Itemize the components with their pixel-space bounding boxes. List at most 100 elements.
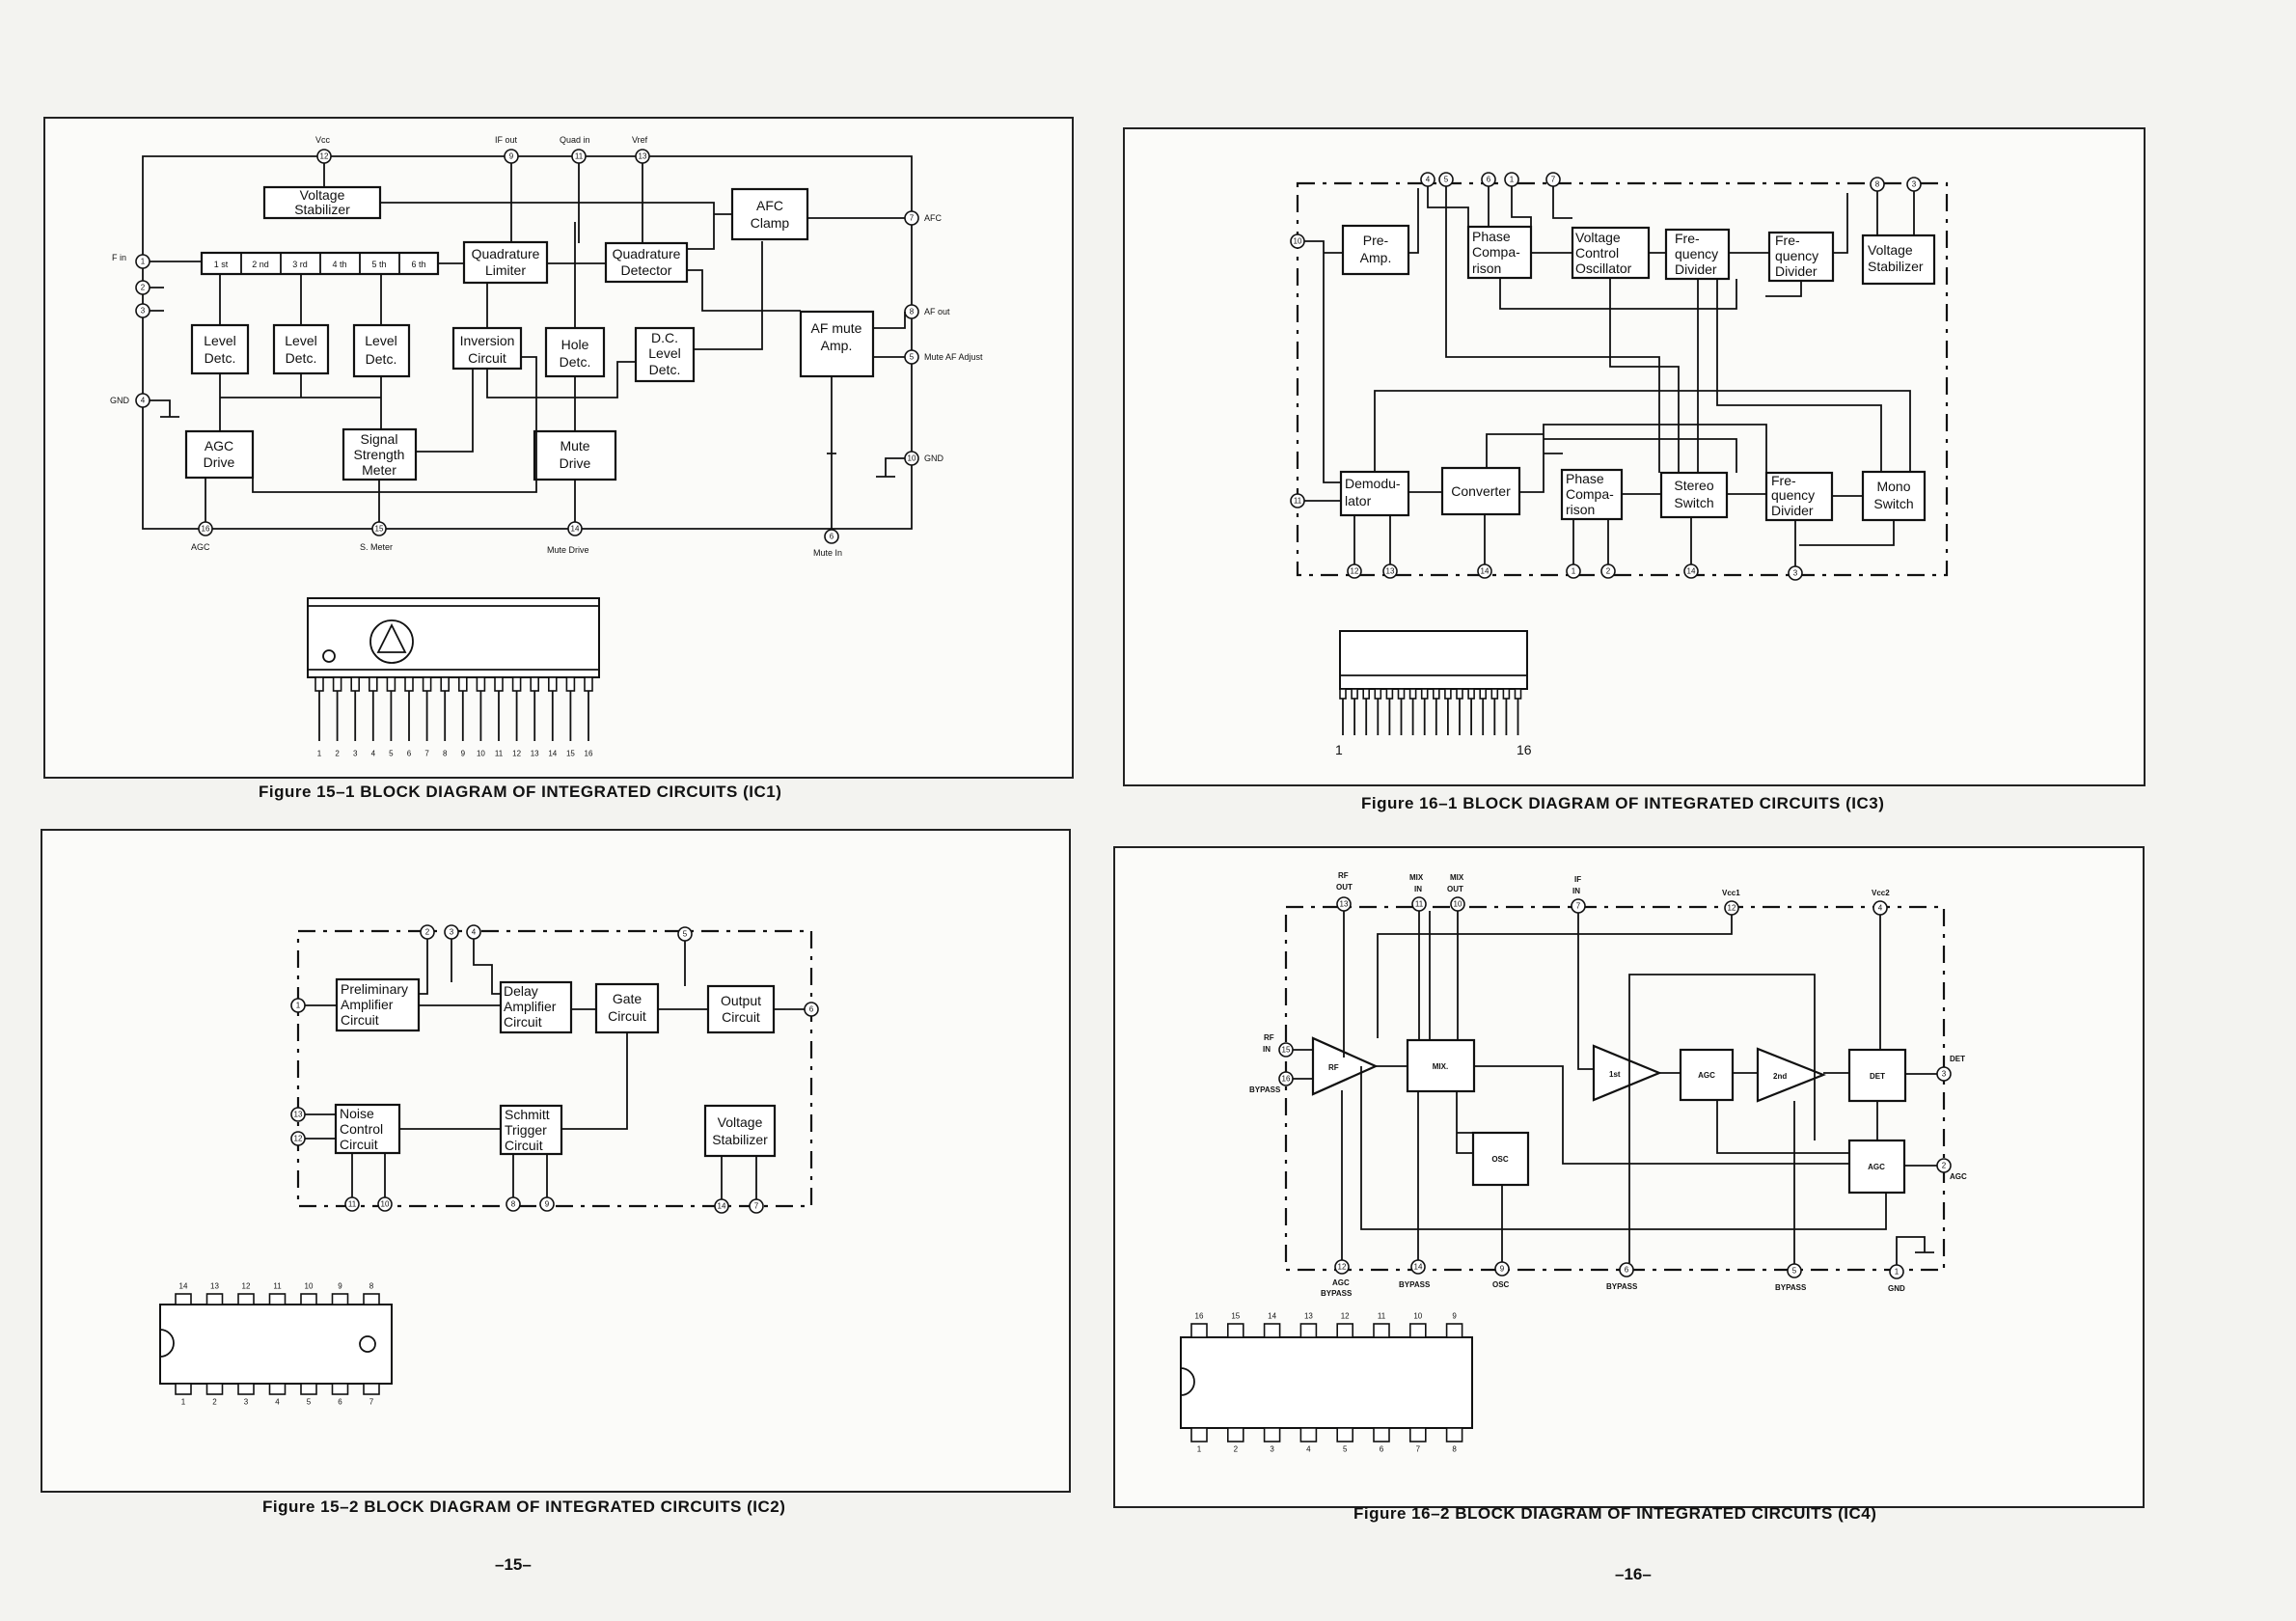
ic4-pin-number: 15: [1282, 1046, 1291, 1055]
ic4-block-label: DET: [1870, 1072, 1885, 1081]
ic1-package-lead: [457, 676, 468, 692]
ic3-pin-number: 13: [1386, 567, 1395, 576]
ic4-package-lead-top: [1263, 1323, 1281, 1338]
ic2-block-label: Circuit: [722, 1009, 760, 1025]
ic3-freq-divider-1-block: [1664, 228, 1731, 281]
ic1-block-label: Detc.: [560, 354, 591, 370]
ic1-package-lead: [476, 676, 486, 692]
ic4-package-body: [1180, 1336, 1473, 1429]
ic1-block-label: Inversion: [460, 333, 515, 348]
figure-15-1-caption: Figure 15–1 BLOCK DIAGRAM OF INTEGRATED …: [259, 783, 781, 801]
ic3-freq-divider-3-block: [1764, 471, 1834, 522]
ic1-stage-label: 4 th: [332, 260, 346, 269]
ic4-block-label: AGC: [1698, 1071, 1715, 1080]
ic1-package-pin-number: 5: [389, 750, 394, 758]
ic4-package-lead-top: [1227, 1323, 1244, 1338]
ic3-pin-number: 3: [1793, 569, 1798, 578]
ic3-pin-number: 10: [1294, 237, 1302, 246]
ic3-block-label: Amp.: [1360, 250, 1392, 265]
ic1-dc-level-detc-block: [634, 326, 696, 383]
ic2-block-label: Amplifier: [504, 999, 557, 1014]
ic1-level-detc-2-block: [272, 323, 330, 375]
ic1-pin-number: 1: [141, 258, 146, 266]
ic3-pin-number: 6: [1487, 176, 1491, 184]
ic1-package-pin-number: 9: [461, 750, 466, 758]
ic4-if-2nd-amplifier: [1756, 1047, 1826, 1103]
ic1-package-pin-number: 6: [407, 750, 412, 758]
ic2-package-pin-number: 1: [181, 1398, 186, 1407]
ic4-package-lead-bottom: [1190, 1427, 1208, 1442]
ic3-package-lead: [1514, 688, 1522, 700]
ic1-package-pin-number: 12: [512, 750, 521, 758]
ic1-bottom-pins: 16 AGC 15 S. Meter 14 Mute Drive 6 Mute …: [191, 521, 842, 558]
ic1-package-lead: [350, 676, 361, 692]
ic3-package-pin-first: 1: [1335, 742, 1343, 757]
ic3-wiring: [1304, 186, 1915, 566]
ic3-block-label: Compa-: [1566, 486, 1614, 502]
ic4-block-label: OSC: [1491, 1155, 1509, 1164]
ic3-voltage-stabilizer-block: [1861, 234, 1936, 286]
figure-16-2-caption: Figure 16–2 BLOCK DIAGRAM OF INTEGRATED …: [1353, 1504, 1876, 1523]
ic1-package-lead: [511, 676, 522, 692]
ic1-block-label: Limiter: [485, 262, 526, 278]
ic1-stage-label: 2 nd: [252, 260, 269, 269]
ic4-boundary: [1284, 905, 1946, 1272]
ic4-package-lead-top: [1445, 1323, 1463, 1338]
ic4-label: MIX: [1450, 873, 1464, 882]
ic2-bottom-pins: 11 10 8 9 14 7: [344, 1196, 764, 1214]
ic1-label-gnd-right: GND: [924, 453, 944, 463]
ic3-package-lead: [1351, 688, 1358, 700]
ic3-package: 1 16: [1335, 630, 1532, 757]
ic2-package-lead-bottom: [268, 1383, 287, 1395]
figure-15-2-frame: [41, 829, 1071, 1493]
ic2-pin-number: 1: [296, 1002, 301, 1010]
ic1-block-label: AFC: [756, 198, 783, 213]
ic2-block-label: Circuit: [340, 1137, 378, 1152]
ic4-package-pin-number: 3: [1270, 1445, 1274, 1454]
ic1-block-label: Level: [204, 333, 235, 348]
ic1-package-lead: [314, 676, 324, 692]
ic1-package-pin-number: 10: [477, 750, 485, 758]
ic2-package-lead-top: [268, 1293, 287, 1305]
ic3-stereo-switch-block: [1659, 471, 1729, 519]
ic1-top-pins: Vcc 12 IF out 9 Quad in 11 Vref 13: [315, 135, 650, 164]
ic3-pin-number: 3: [1912, 180, 1917, 189]
ic4-pin-number: 1: [1895, 1268, 1900, 1277]
ic1-pin-number: 4: [141, 397, 146, 405]
ic3-block-label: Demodu-: [1345, 476, 1401, 491]
ic3-block-label: Divider: [1675, 261, 1717, 277]
ic4-label: OUT: [1447, 885, 1463, 893]
ic1-block-label: D.C.: [651, 330, 678, 345]
ic4-top-labels: RF OUT MIX IN MIX OUT IF IN Vcc1 Vcc2: [1336, 871, 1890, 897]
ic1-pin-number: 2: [141, 284, 146, 292]
ic3-block-label: Compa-: [1472, 244, 1520, 260]
ic2-package-pin-number: 3: [244, 1398, 249, 1407]
ic1-label-agc: AGC: [191, 542, 210, 552]
ic1-label-vcc: Vcc: [315, 135, 331, 145]
ic1-package-pin-number: 3: [353, 750, 358, 758]
figure-16-1-caption: Figure 16–1 BLOCK DIAGRAM OF INTEGRATED …: [1361, 794, 1884, 812]
ic4-package-pin-number: 11: [1378, 1312, 1386, 1321]
ic3-block-label: Pre-: [1363, 233, 1389, 248]
ic2-block-label: Stabilizer: [712, 1132, 768, 1147]
ic1-package-lead: [368, 676, 378, 692]
ic2-package-pin-number: 8: [369, 1282, 374, 1291]
ic3-phase-comparison-1-block: [1466, 225, 1533, 280]
ic1-block-label: Quadrature: [613, 246, 681, 261]
ic1-label-af-out: AF out: [924, 307, 950, 316]
ic3-converter-block: [1440, 466, 1521, 516]
ic1-pin-number: 6: [830, 533, 834, 541]
ic2-package-lead-top: [175, 1293, 192, 1305]
ic4-wiring: [1293, 911, 1937, 1265]
ic1-block-label: Voltage: [300, 187, 345, 203]
ic4-label: Vcc2: [1872, 889, 1890, 897]
ic4-left-pins: RF IN 15 16 BYPASS: [1249, 1033, 1294, 1094]
ic1-label-vref: Vref: [632, 135, 648, 145]
ic4-package-lead-top: [1409, 1323, 1427, 1338]
ic2-pin-number: 10: [381, 1200, 390, 1209]
ic4-block-label: 2nd: [1773, 1072, 1787, 1081]
ic2-package-lead-bottom: [331, 1383, 349, 1395]
